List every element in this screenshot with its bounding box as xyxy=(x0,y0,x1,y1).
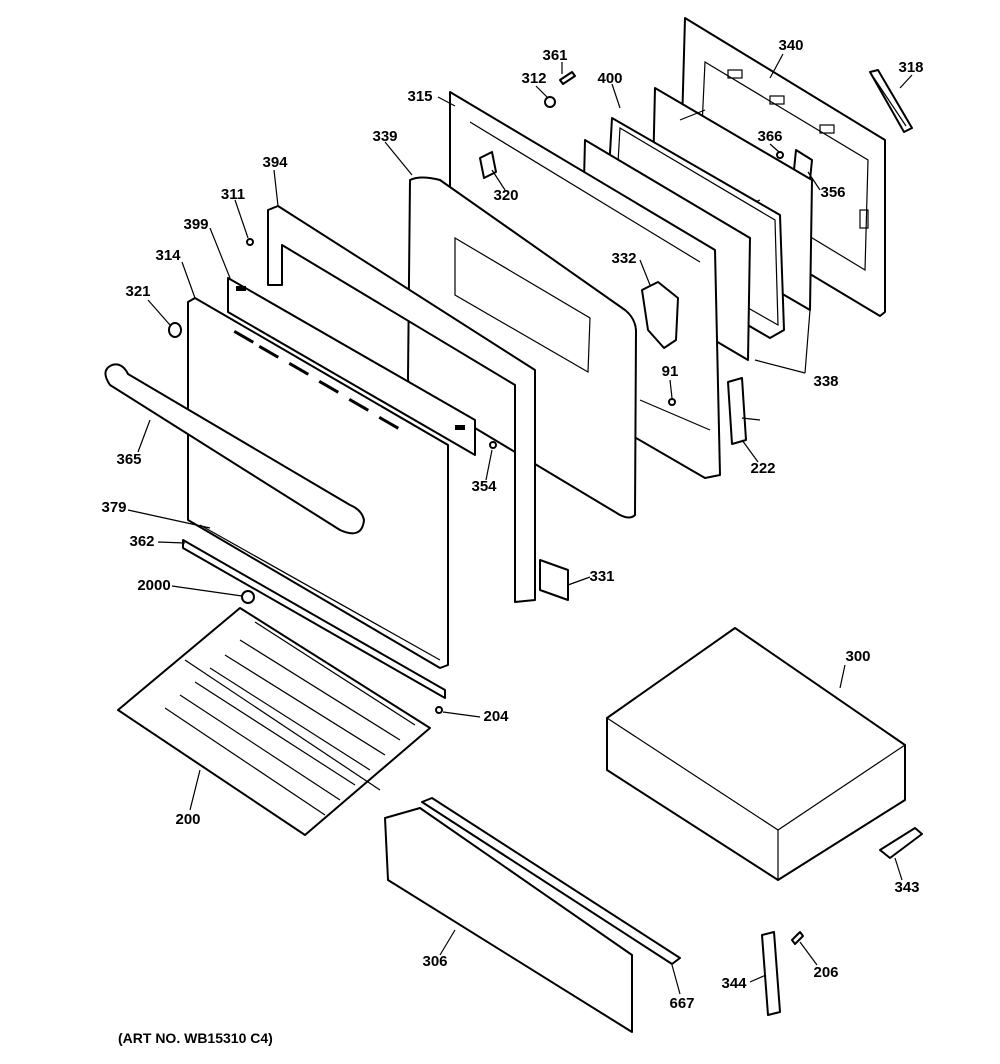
part-2000-knob[interactable] xyxy=(241,590,255,604)
label-314: 314 xyxy=(155,247,181,264)
part-91-screw[interactable] xyxy=(668,398,676,406)
label-400: 400 xyxy=(597,70,622,87)
label-222: 222 xyxy=(750,460,775,477)
label-320: 320 xyxy=(493,187,518,204)
part-222-hinge[interactable] xyxy=(727,377,761,445)
label-354: 354 xyxy=(471,478,497,495)
part-361-screw[interactable] xyxy=(559,71,576,85)
part-379-vent-trim[interactable] xyxy=(199,524,441,661)
label-318: 318 xyxy=(898,59,923,76)
part-318-gasket[interactable] xyxy=(869,69,913,133)
part-311-screw[interactable] xyxy=(246,238,254,246)
label-306: 306 xyxy=(422,953,447,970)
label-2000: 2000 xyxy=(137,577,170,594)
part-206-screw[interactable] xyxy=(791,931,804,945)
label-361: 361 xyxy=(542,47,567,64)
part-204-clip[interactable] xyxy=(435,706,443,714)
label-315: 315 xyxy=(407,88,432,105)
label-204: 204 xyxy=(483,708,509,725)
part-332-hinge-bracket[interactable] xyxy=(641,281,679,349)
label-366: 366 xyxy=(757,128,782,145)
label-356: 356 xyxy=(820,184,845,201)
part-331-insulation-block[interactable] xyxy=(539,559,569,601)
part-306-drawer-front[interactable] xyxy=(384,807,633,1033)
part-200-oven-rack[interactable] xyxy=(117,607,431,836)
part-321-cap[interactable] xyxy=(168,322,182,338)
callout-labels: 340 318 361 312 400 315 366 339 356 394 … xyxy=(101,37,923,1012)
label-379: 379 xyxy=(101,499,126,516)
label-338: 338 xyxy=(813,373,838,390)
label-340: 340 xyxy=(778,37,803,54)
part-366-screw[interactable] xyxy=(776,151,784,159)
label-399: 399 xyxy=(183,216,208,233)
label-343: 343 xyxy=(894,879,919,896)
part-394-door-frame[interactable] xyxy=(267,205,536,603)
vent-slots xyxy=(233,330,400,430)
label-332: 332 xyxy=(611,250,636,267)
label-311: 311 xyxy=(221,186,245,203)
part-365-door-handle[interactable] xyxy=(104,363,365,535)
part-344-rail[interactable] xyxy=(761,931,781,1016)
label-344: 344 xyxy=(721,975,747,992)
label-312: 312 xyxy=(521,70,546,87)
part-354-screw[interactable] xyxy=(489,441,497,449)
label-300: 300 xyxy=(845,648,870,665)
part-300-drawer[interactable] xyxy=(606,627,906,881)
part-399-vent-panel[interactable] xyxy=(227,277,476,456)
part-343-glide[interactable] xyxy=(879,827,923,859)
part-320-bracket[interactable] xyxy=(479,151,497,179)
label-321: 321 xyxy=(125,283,150,300)
label-200: 200 xyxy=(175,811,200,828)
label-206: 206 xyxy=(813,964,838,981)
label-394: 394 xyxy=(262,154,288,171)
label-339: 339 xyxy=(372,128,397,145)
part-362-vent-trim[interactable] xyxy=(182,539,446,699)
part-312-washer[interactable] xyxy=(544,96,556,108)
part-667-trim[interactable] xyxy=(421,797,681,965)
label-667: 667 xyxy=(669,995,694,1012)
label-365: 365 xyxy=(116,451,141,468)
art-number-caption: (ART NO. WB15310 C4) xyxy=(118,1030,273,1046)
label-362: 362 xyxy=(129,533,154,550)
leader-lines xyxy=(127,53,913,995)
label-331: 331 xyxy=(589,568,614,585)
label-91: 91 xyxy=(662,363,679,380)
